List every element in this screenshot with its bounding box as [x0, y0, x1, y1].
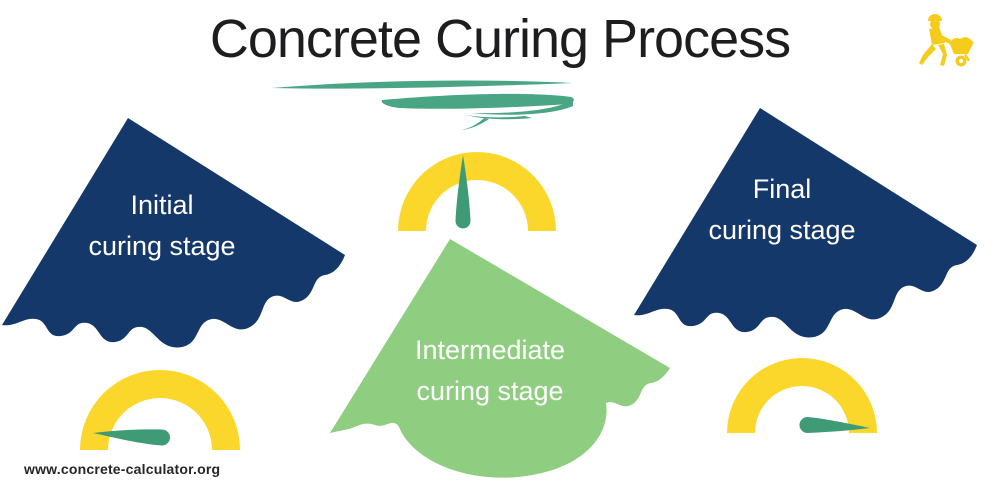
blob-intermediate-stage — [330, 239, 670, 478]
label-final-line1: Final — [752, 174, 812, 204]
label-final-stage: Final curing stage — [652, 169, 912, 251]
label-intermediate-stage: Intermediate curing stage — [360, 330, 620, 412]
worker-wheelbarrow-icon — [919, 14, 974, 67]
label-final-line2: curing stage — [708, 215, 856, 245]
gauge-arc — [398, 152, 556, 231]
gauge-needle-right-icon — [799, 416, 870, 433]
gauge-needle-left-icon — [93, 429, 170, 446]
page-title: Concrete Curing Process — [209, 9, 791, 69]
label-initial-stage: Initial curing stage — [32, 185, 292, 267]
gauge-arc — [80, 370, 240, 450]
gauge-needle-up-icon — [455, 155, 471, 229]
label-intermediate-line1: Intermediate — [414, 335, 566, 365]
label-initial-line2: curing stage — [88, 231, 236, 261]
label-intermediate-line2: curing stage — [416, 376, 564, 406]
website-url: www.concrete-calculator.org — [24, 461, 221, 477]
gauge-bottom-right — [727, 358, 877, 433]
gauge-arc — [727, 358, 877, 433]
brush-underline-icon — [272, 80, 574, 130]
gauge-top-center — [398, 152, 556, 231]
gauge-bottom-left — [80, 370, 240, 450]
label-initial-line1: Initial — [130, 190, 194, 220]
